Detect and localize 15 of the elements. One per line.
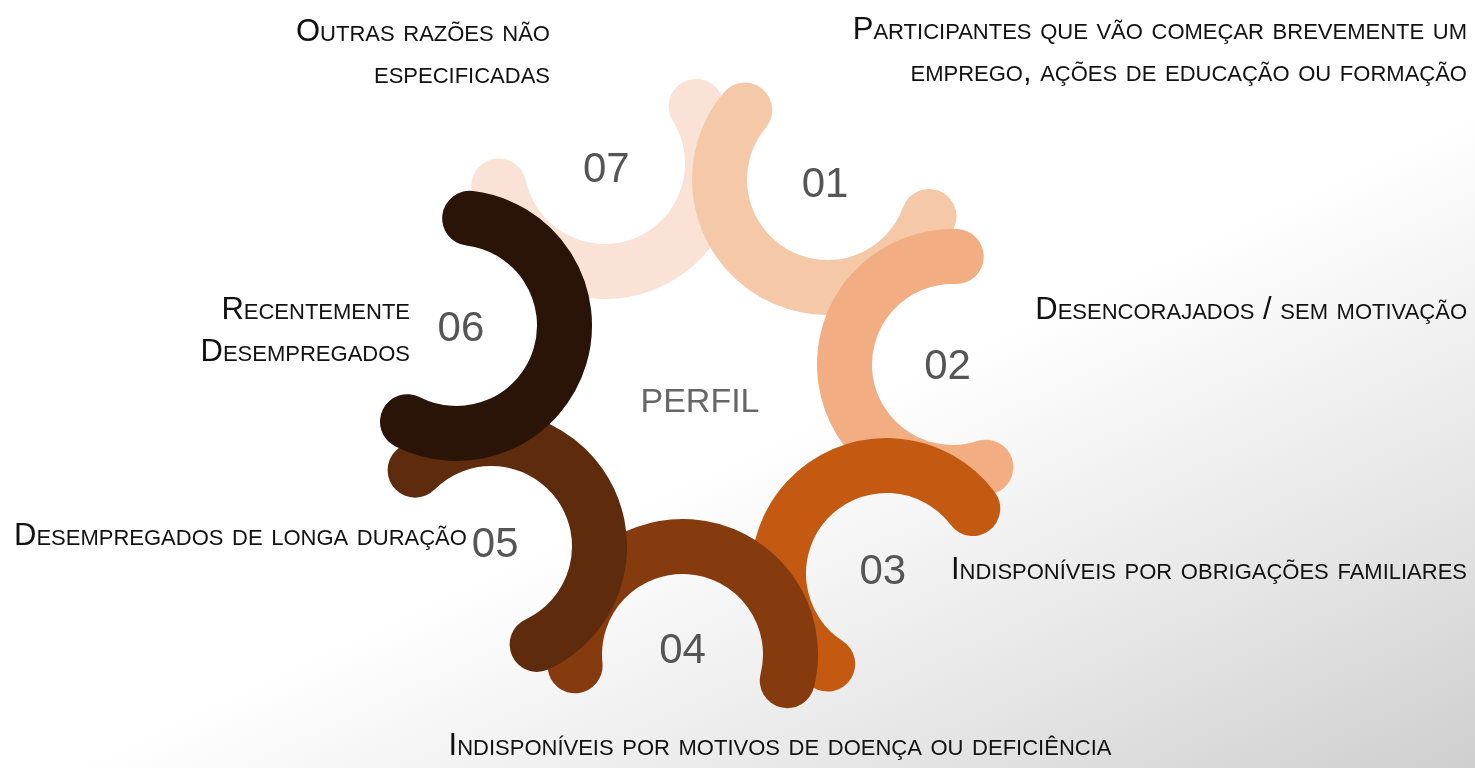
- step-number: 07: [582, 144, 630, 193]
- step-number: 01: [801, 159, 849, 208]
- center-label: PERFIL: [640, 380, 760, 420]
- step-number: 02: [924, 341, 971, 390]
- step-number: 03: [859, 546, 907, 595]
- step-number: 06: [437, 302, 485, 351]
- description-text: Outras razões não especificadas: [294, 12, 550, 92]
- description-text: Indisponíveis por obrigações familiares: [949, 550, 1467, 588]
- description-text: Indisponíveis por motivos de doença ou deficiência: [447, 726, 1113, 764]
- description-text: Desencorajados / sem motivação: [1034, 290, 1467, 328]
- description-text: Desempregados de longa duração: [14, 516, 468, 554]
- step-number: 04: [659, 625, 706, 674]
- description-text: Recentemente Desempregados: [199, 290, 410, 370]
- step-number: 05: [471, 519, 519, 568]
- description-text: Participantes que vão começar brevemente um emprego, ações de educação ou formação: [851, 10, 1467, 90]
